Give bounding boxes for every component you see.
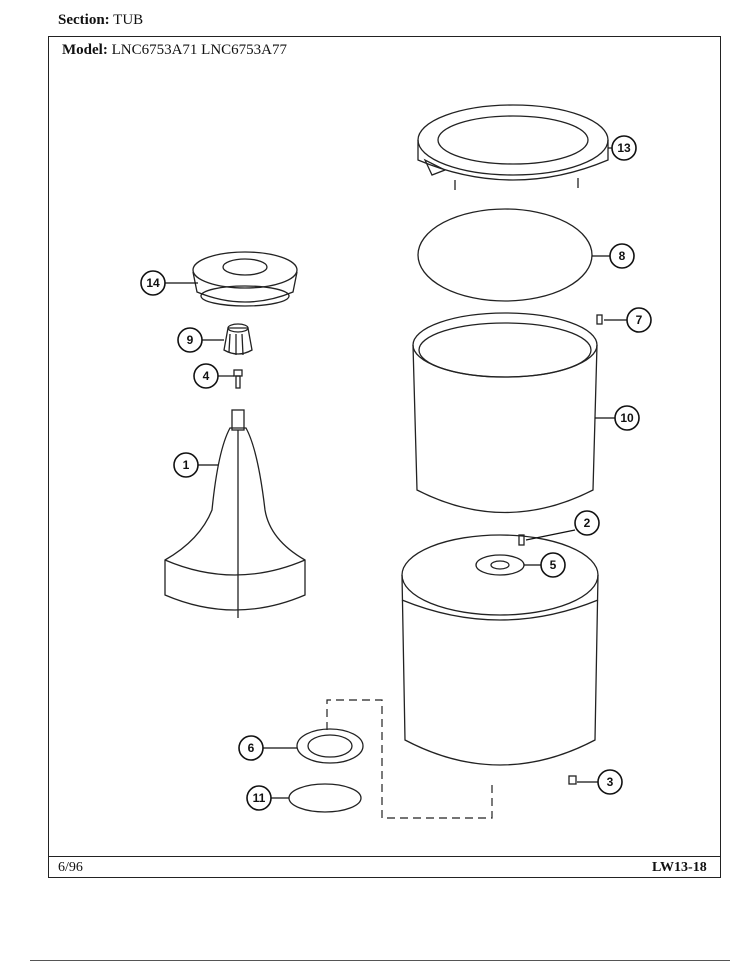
callout-7: 7 [626, 307, 652, 333]
model-heading: Model: LNC6753A71 LNC6753A77 [62, 42, 287, 59]
svg-text:7: 7 [636, 313, 643, 327]
svg-text:6: 6 [248, 741, 255, 755]
leader-lines [165, 147, 627, 799]
svg-text:10: 10 [620, 411, 634, 425]
callout-9: 9 [177, 327, 203, 353]
tub-ring-part [417, 104, 609, 190]
screw-7-part [596, 314, 603, 325]
section-label: Section: [58, 12, 110, 28]
outer-tub-part [401, 534, 599, 766]
svg-text:2: 2 [584, 516, 591, 530]
tub-hub-part [475, 554, 525, 576]
callout-6: 6 [238, 735, 264, 761]
document-number: LW13-18 [652, 860, 707, 875]
callout-11: 11 [246, 785, 272, 811]
model-values: LNC6753A71 LNC6753A77 [111, 42, 287, 58]
svg-text:13: 13 [617, 141, 631, 155]
footer-divider [48, 856, 721, 857]
svg-text:9: 9 [187, 333, 194, 347]
o-ring-part [288, 783, 362, 813]
callout-8: 8 [609, 243, 635, 269]
svg-text:8: 8 [619, 249, 626, 263]
page-bottom-rule [30, 960, 730, 961]
agitator-part [164, 409, 306, 618]
callout-4: 4 [193, 363, 219, 389]
fastener-3-part [568, 775, 577, 785]
screw-2-part [518, 534, 525, 546]
callout-13: 13 [611, 135, 637, 161]
diagram-frame [48, 36, 721, 878]
callout-14: 14 [140, 270, 166, 296]
assembly-dashed-line [326, 699, 493, 819]
model-label: Model: [62, 42, 108, 58]
svg-text:5: 5 [550, 558, 557, 572]
clutch-part [223, 323, 253, 356]
svg-text:4: 4 [203, 369, 210, 383]
svg-text:14: 14 [146, 276, 160, 290]
svg-text:11: 11 [253, 791, 266, 805]
callout-5: 5 [540, 552, 566, 578]
agitator-cap-part [192, 251, 298, 307]
bolt-4-part [233, 369, 243, 389]
callout-1: 1 [173, 452, 199, 478]
section-value: TUB [113, 12, 144, 28]
seal-plate-part [296, 728, 364, 764]
callout-3: 3 [597, 769, 623, 795]
revision-date: 6/96 [58, 860, 83, 875]
callout-2: 2 [574, 510, 600, 536]
svg-text:1: 1 [183, 458, 190, 472]
spin-basket-part [412, 312, 598, 514]
gasket-part [417, 208, 593, 302]
svg-text:3: 3 [607, 775, 614, 789]
section-heading: Section: TUB [58, 12, 143, 29]
callout-10: 10 [614, 405, 640, 431]
